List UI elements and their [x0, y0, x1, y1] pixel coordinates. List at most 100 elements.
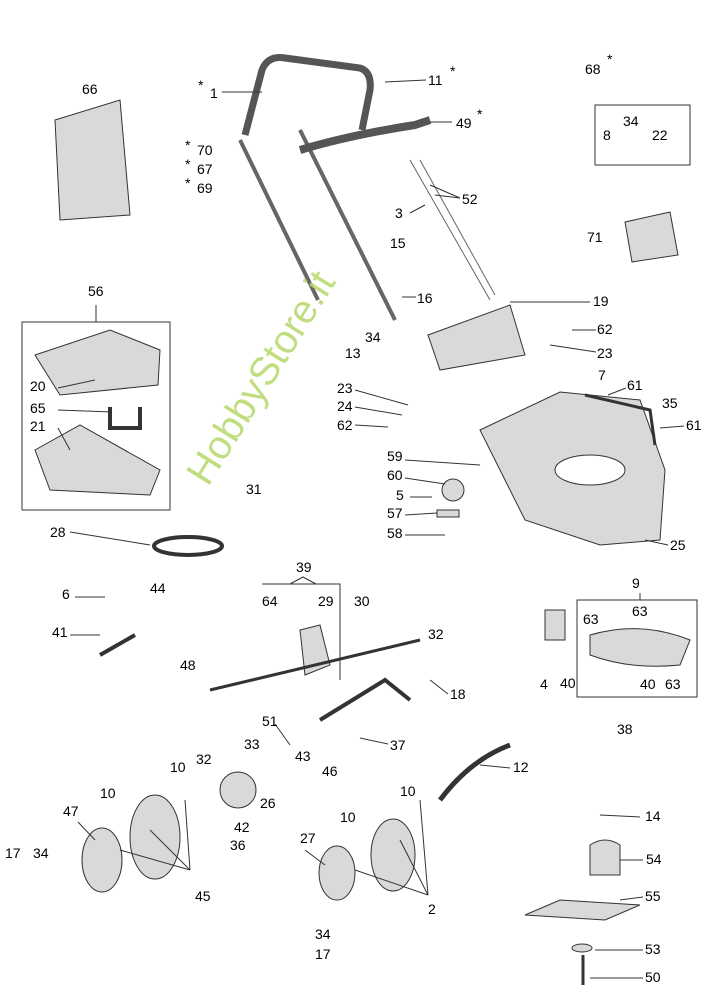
callout-32b: 32: [196, 751, 212, 767]
callout-42: 42: [234, 819, 250, 835]
handle-grip: [298, 116, 432, 154]
callout-45: 45: [195, 888, 211, 904]
callout-68: 68: [585, 61, 601, 77]
callout-55: 55: [645, 888, 661, 904]
part-57: [436, 509, 460, 518]
callout-61: 61: [627, 377, 643, 393]
callout-34c: 34: [315, 926, 331, 942]
callout-64: 64: [262, 593, 278, 609]
callout-36: 36: [230, 837, 246, 853]
callout-50: 50: [645, 969, 661, 985]
callout-34b: 34: [33, 845, 49, 861]
callout-62: 62: [597, 321, 613, 337]
bag-cover-66: [54, 99, 131, 221]
blade-55: [524, 899, 641, 921]
bag-top-20: [34, 329, 161, 396]
callout-22: 22: [652, 127, 668, 143]
callout-63b: 63: [583, 611, 599, 627]
callout-58: 58: [387, 525, 403, 541]
belt-28: [152, 535, 224, 557]
bag-frame-21: [34, 424, 161, 496]
callout-41: 41: [52, 624, 68, 640]
callout-57: 57: [387, 505, 403, 521]
callout-29: 29: [318, 593, 334, 609]
cable: [409, 159, 496, 301]
cable-12: [438, 742, 511, 802]
callout-59: 59: [387, 448, 403, 464]
deck-opening: [554, 454, 626, 486]
adapter-54: [589, 839, 621, 876]
callout-21: 21: [30, 418, 46, 434]
asterisk: *: [477, 106, 483, 122]
drive-shaft: [209, 638, 421, 692]
callout-24: 24: [337, 398, 353, 414]
callout-17b: 17: [315, 946, 331, 962]
wheel-rear: [129, 794, 181, 880]
callout-13: 13: [345, 345, 361, 361]
handle-upper: [241, 54, 374, 136]
callout-23: 23: [597, 345, 613, 361]
callout-3: 3: [395, 205, 403, 221]
callout-40b: 40: [640, 676, 656, 692]
callout-63c: 63: [665, 676, 681, 692]
asterisk: *: [185, 175, 191, 191]
callout-60: 60: [387, 467, 403, 483]
callout-35: 35: [662, 395, 678, 411]
callout-18: 18: [450, 686, 466, 702]
callout-15: 15: [390, 235, 406, 251]
callout-70: 70: [197, 142, 213, 158]
lever-41: [99, 633, 136, 657]
kit-bracket-39-pointer: [289, 576, 317, 585]
callout-48: 48: [180, 657, 196, 673]
callout-8: 8: [603, 127, 611, 143]
kit-box-56: [21, 321, 171, 511]
cover-19: [427, 304, 526, 371]
callout-25: 25: [670, 537, 686, 553]
callout-16: 16: [417, 290, 433, 306]
callout-6: 6: [62, 586, 70, 602]
callout-30: 30: [354, 593, 370, 609]
bag-frame-65: [108, 407, 142, 430]
callout-44: 44: [150, 580, 166, 596]
callout-12: 12: [513, 759, 529, 775]
gear-42: [219, 771, 257, 809]
callout-31: 31: [246, 481, 262, 497]
callout-7: 7: [598, 367, 606, 383]
callout-2: 2: [428, 901, 436, 917]
callout-51: 51: [262, 713, 278, 729]
callout-10c: 10: [340, 809, 356, 825]
callout-10: 10: [170, 759, 186, 775]
callout-1: 1: [210, 85, 218, 101]
kit-bracket-39: [262, 583, 341, 680]
asterisk: *: [607, 51, 613, 67]
callout-63: 63: [632, 603, 648, 619]
callout-17: 17: [5, 845, 21, 861]
axle-37: [318, 677, 412, 722]
part-71: [624, 211, 679, 263]
callout-61b: 61: [686, 417, 702, 433]
callout-43: 43: [295, 748, 311, 764]
callout-54: 54: [646, 851, 662, 867]
callout-62b: 62: [337, 417, 353, 433]
callout-4: 4: [540, 676, 548, 692]
callout-56: 56: [88, 283, 104, 299]
callout-66: 66: [82, 81, 98, 97]
callout-69: 69: [197, 180, 213, 196]
callout-67: 67: [197, 161, 213, 177]
callout-26: 26: [260, 795, 276, 811]
callout-33: 33: [244, 736, 260, 752]
callout-47: 47: [63, 803, 79, 819]
mulching-plug-9: [589, 628, 691, 667]
asterisk: *: [450, 63, 456, 79]
callout-9: 9: [632, 575, 640, 591]
part-60: [441, 478, 465, 502]
kit-box-9: [576, 599, 698, 698]
callout-34d: 34: [623, 113, 639, 129]
callout-71: 71: [587, 229, 603, 245]
callout-38: 38: [617, 721, 633, 737]
callout-28: 28: [50, 524, 66, 540]
callout-14: 14: [645, 808, 661, 824]
callout-53: 53: [645, 941, 661, 957]
